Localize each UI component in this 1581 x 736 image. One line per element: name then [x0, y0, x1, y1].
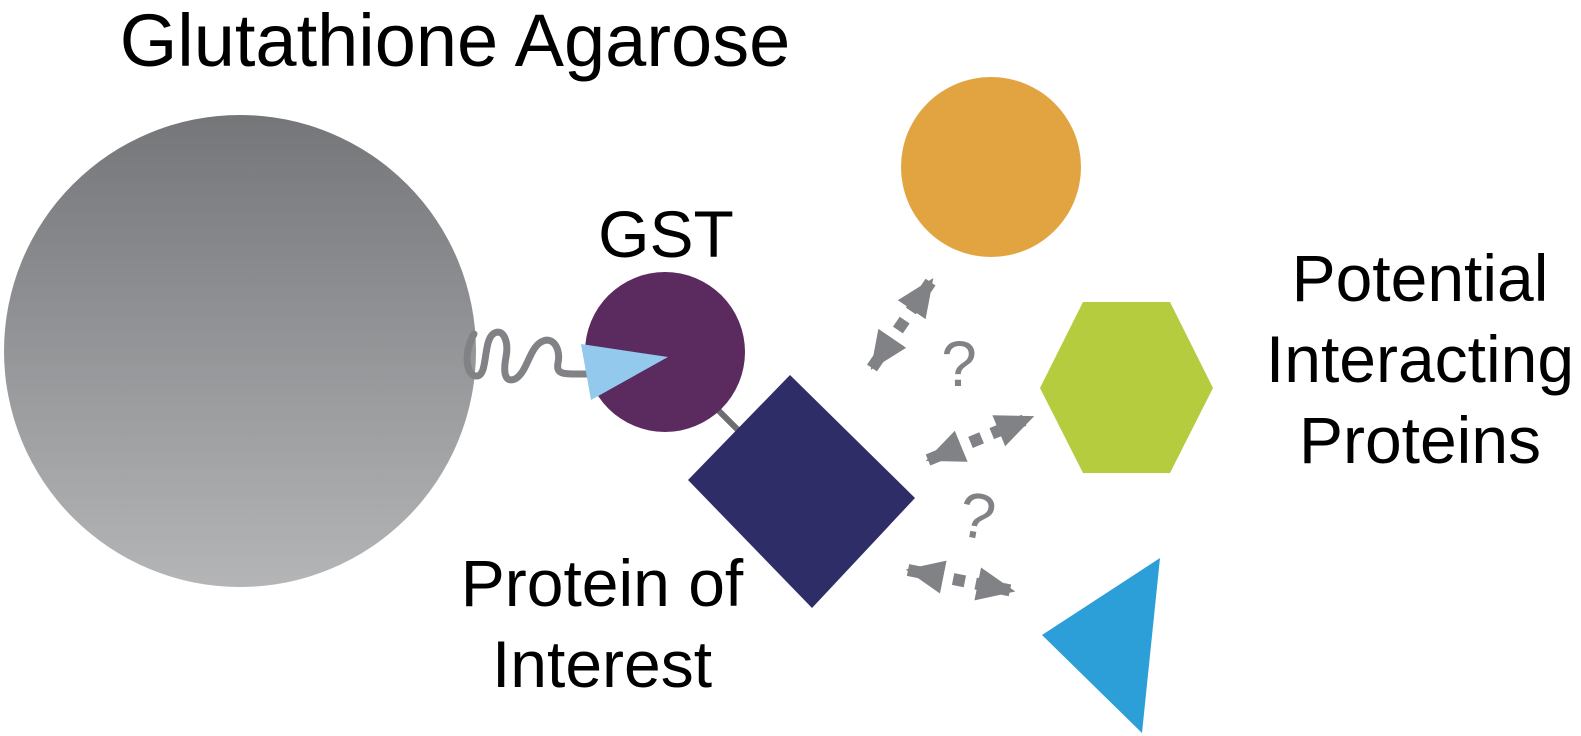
potential-label-line2: Interacting: [1265, 322, 1575, 396]
potential-label-line1: Potential: [1291, 241, 1549, 315]
potential-interactors-label: Potential Interacting Proteins: [1240, 238, 1581, 481]
gst-circle: [585, 272, 745, 432]
protein-of-interest-label: Protein of Interest: [422, 543, 782, 705]
interaction-arrow-middle: [925, 411, 1035, 466]
interaction-arrow-top: [867, 276, 937, 372]
potential-label-line3: Proteins: [1298, 403, 1542, 477]
protein-label-line2: Interest: [491, 627, 713, 701]
interactor-circle-orange: [901, 77, 1081, 257]
interactor-hexagon-green: [1040, 302, 1213, 473]
gst-label: GST: [598, 197, 734, 271]
glutathione-wedge: [581, 344, 668, 400]
protein-label-line1: Protein of: [460, 546, 744, 620]
diagram-title: Glutathione Agarose: [119, 0, 791, 82]
agarose-bead-circle: [4, 115, 476, 587]
question-mark-1: ?: [941, 328, 977, 400]
protein-of-interest-diamond: [688, 375, 915, 608]
interaction-arrow-bottom: [905, 560, 1016, 601]
interactor-triangle-blue: [1042, 558, 1160, 733]
tether-squiggle-line: [463, 328, 604, 384]
